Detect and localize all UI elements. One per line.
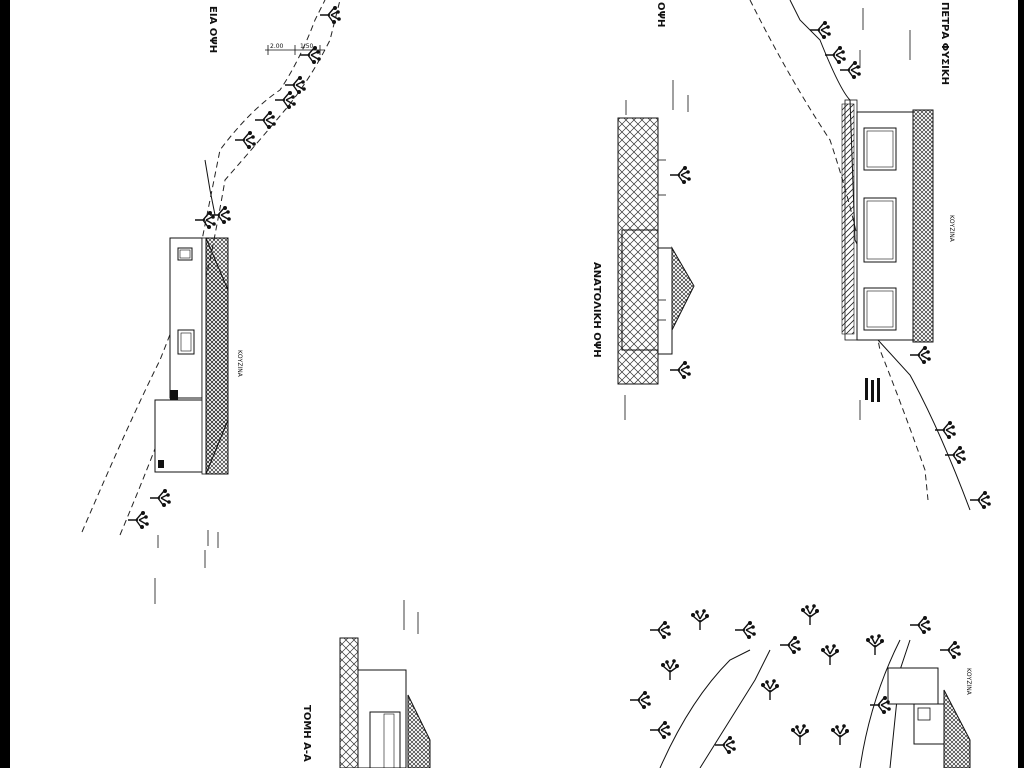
room-label-1: ΚΟΥΖΙΝΑ bbox=[236, 350, 243, 378]
north-view-title: ΟΨΗ bbox=[655, 2, 666, 27]
east-view-title: ΑΝΑΤΟΛΙΚΗ ΟΨΗ bbox=[591, 262, 602, 358]
east-elevation: ΑΝΑΤΟΛΙΚΗ ΟΨΗ ΟΨΗ bbox=[591, 2, 695, 420]
west-view-title: ΕΙΑ ΟΨΗ bbox=[207, 6, 218, 53]
room-label-2: ΚΟΥΖΙΝΑ bbox=[948, 215, 955, 243]
north-elevation: ΚΟΥΖΙΝΑ ΠΕΤΡΑ ΦΥΣΙΚΗ bbox=[749, 0, 992, 511]
dim-150: 1.50 bbox=[300, 43, 314, 50]
section-title: ΤΟΜΗ Α-Α bbox=[301, 705, 312, 762]
site-plan: ΚΟΥΖΙΝΑ bbox=[629, 603, 972, 768]
architectural-drawing: 2.00 1.50 ΚΟΥΖ bbox=[81, 0, 992, 768]
dim-200: 2.00 bbox=[270, 43, 284, 50]
west-elevation: 2.00 1.50 ΚΟΥΖ bbox=[81, 0, 419, 634]
drawing-paper: 2.00 1.50 ΚΟΥΖ bbox=[10, 0, 1018, 768]
room-label-3: ΚΟΥΖΙΝΑ bbox=[965, 668, 972, 696]
section-aa: ΤΟΜΗ Α-Α bbox=[301, 637, 431, 768]
material-note: ΠΕΤΡΑ ΦΥΣΙΚΗ bbox=[939, 2, 950, 85]
